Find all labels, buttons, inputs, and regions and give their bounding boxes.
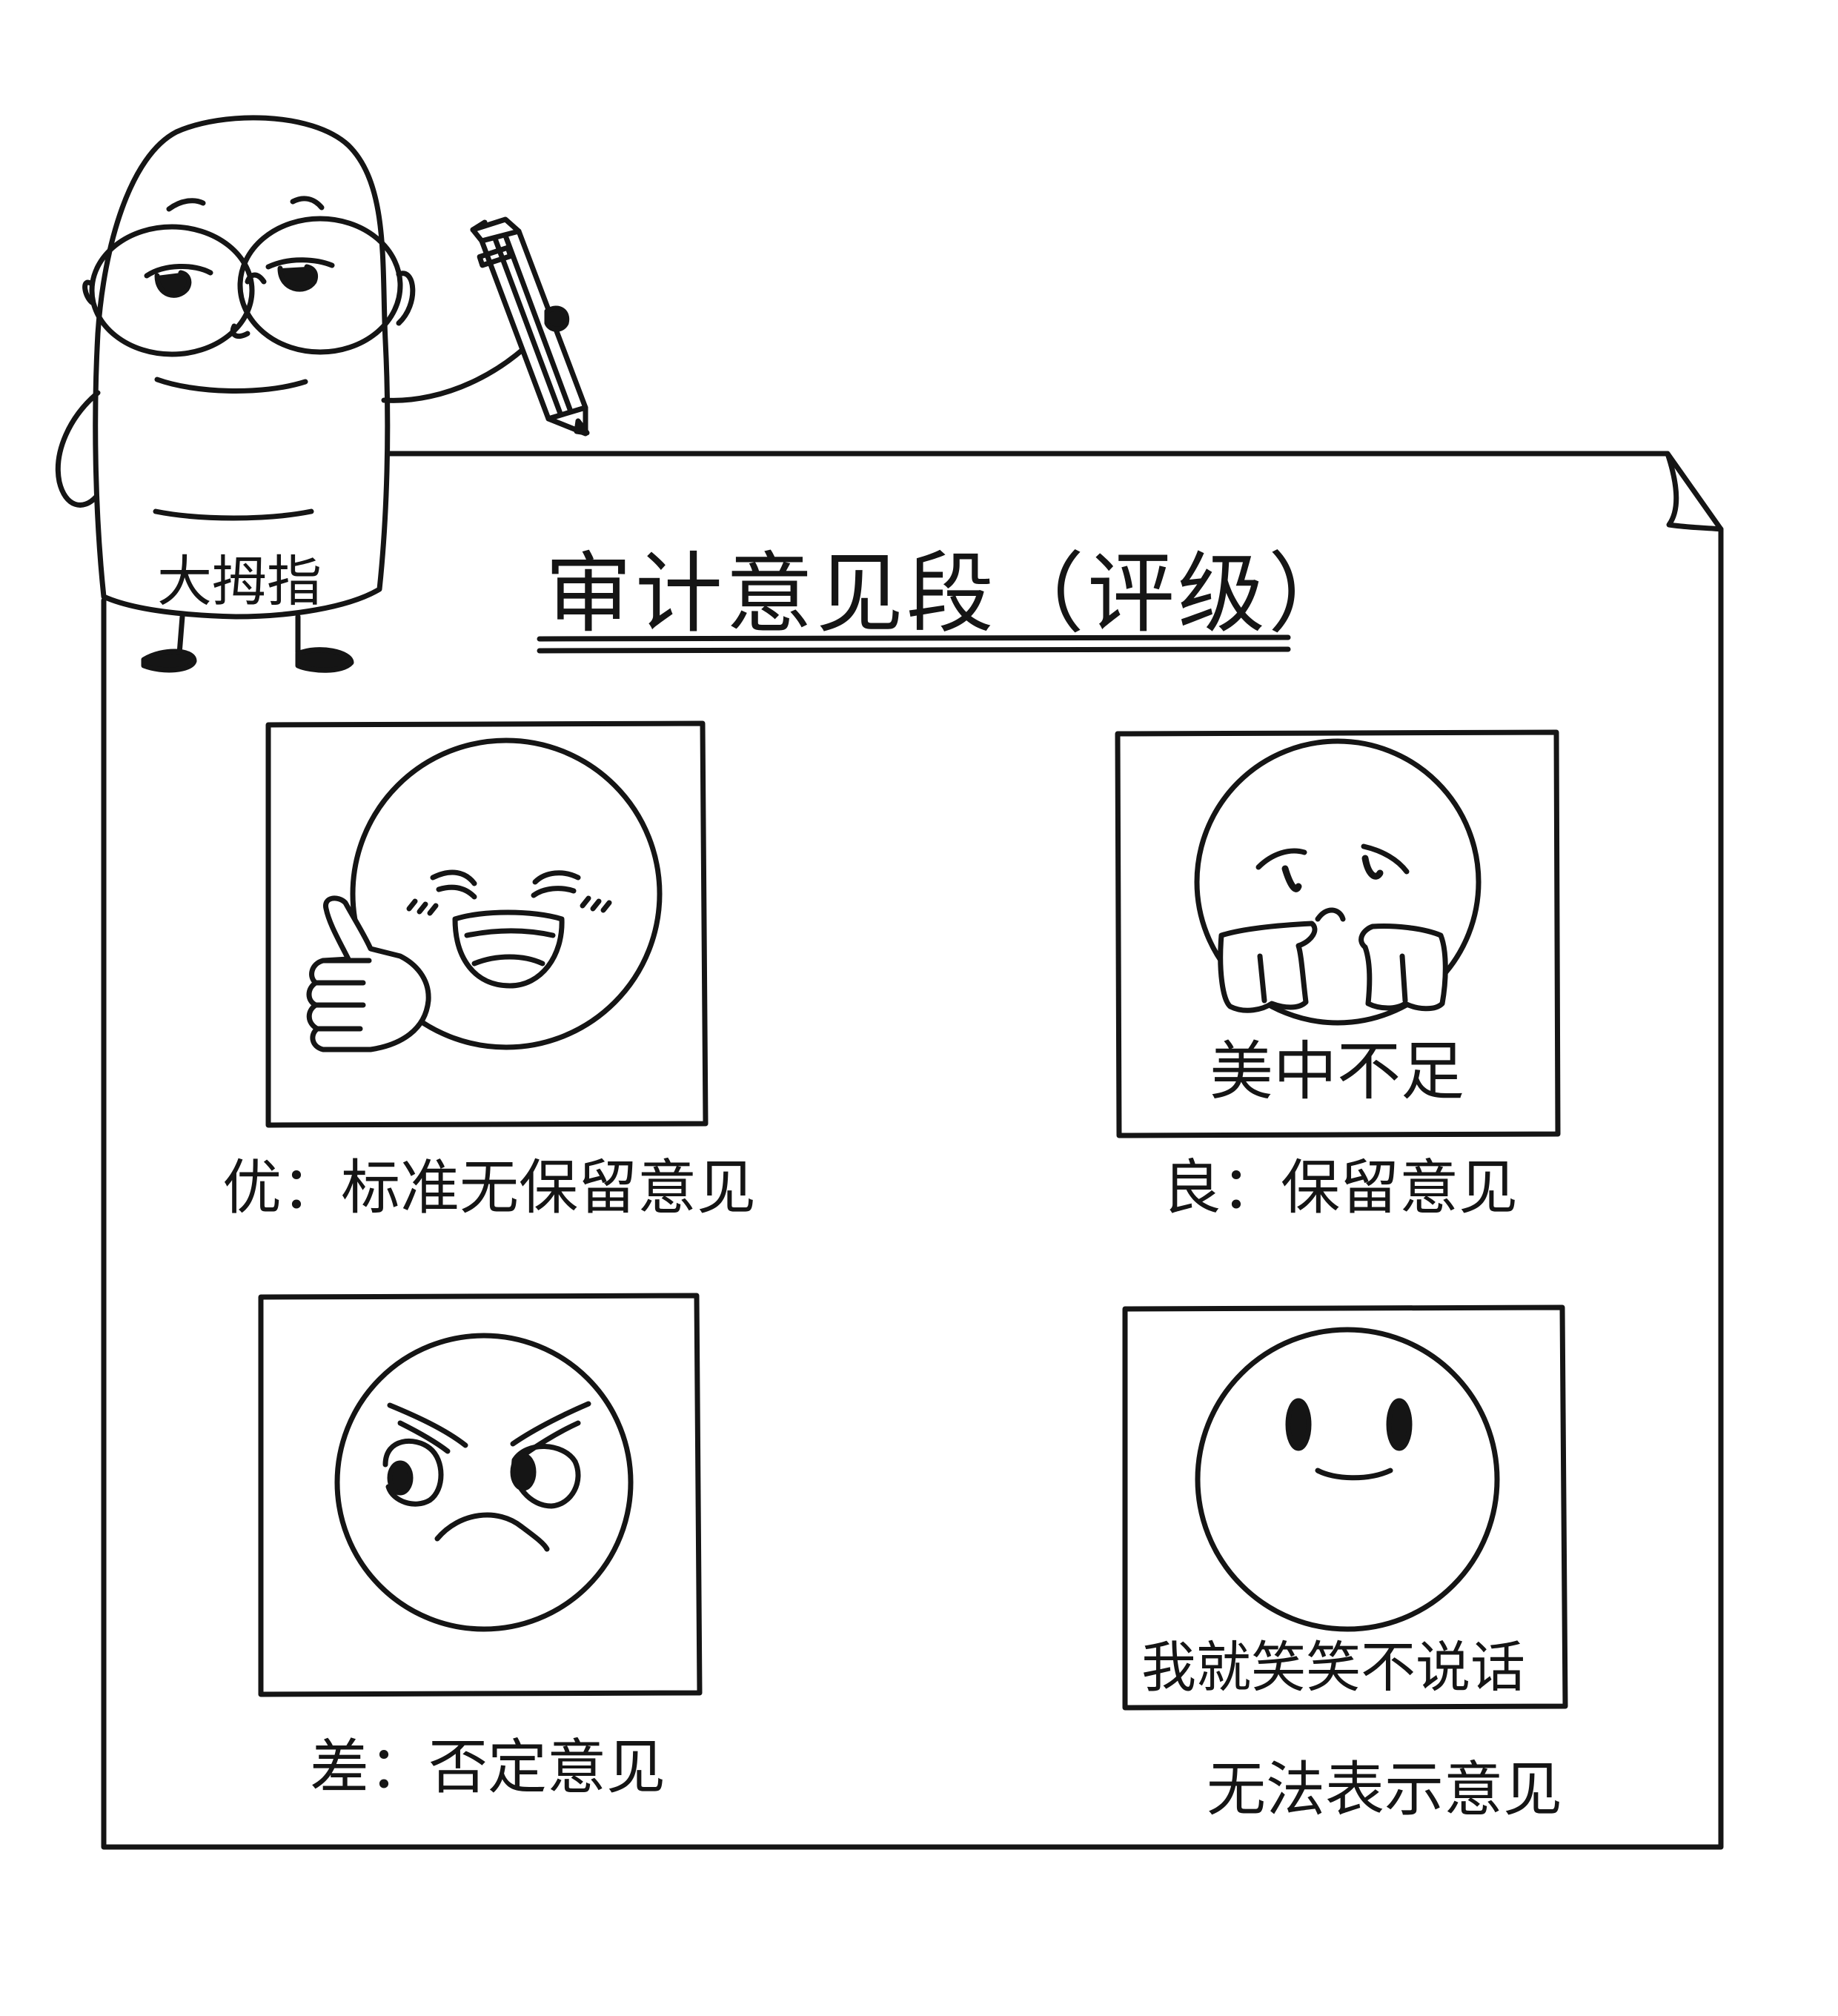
rating-caption-poor: 差：否定意见 bbox=[310, 1733, 666, 1802]
rating-note-disclaimer: 我就笑笑不说话 bbox=[1141, 1636, 1525, 1700]
rating-caption-disclaimer: 无法表示意见 bbox=[1207, 1755, 1562, 1824]
panel-excellent bbox=[265, 720, 709, 1128]
rating-caption-excellent: 优：标准无保留意见 bbox=[222, 1153, 756, 1222]
rating-note-good: 美中不足 bbox=[1210, 1035, 1464, 1109]
title-underline bbox=[537, 634, 1291, 654]
panel-disclaimer bbox=[1122, 1304, 1568, 1711]
panel-poor bbox=[258, 1293, 703, 1697]
panel-good bbox=[1115, 729, 1561, 1138]
mascot-name-label: 大拇指 bbox=[157, 550, 322, 614]
mascot-figure bbox=[55, 115, 551, 673]
pencil-icon bbox=[470, 216, 590, 437]
rating-caption-good: 良：保留意见 bbox=[1162, 1153, 1518, 1222]
paper-sheet bbox=[101, 451, 1724, 1850]
page-title: 审计意见段（评级） bbox=[545, 543, 1359, 645]
